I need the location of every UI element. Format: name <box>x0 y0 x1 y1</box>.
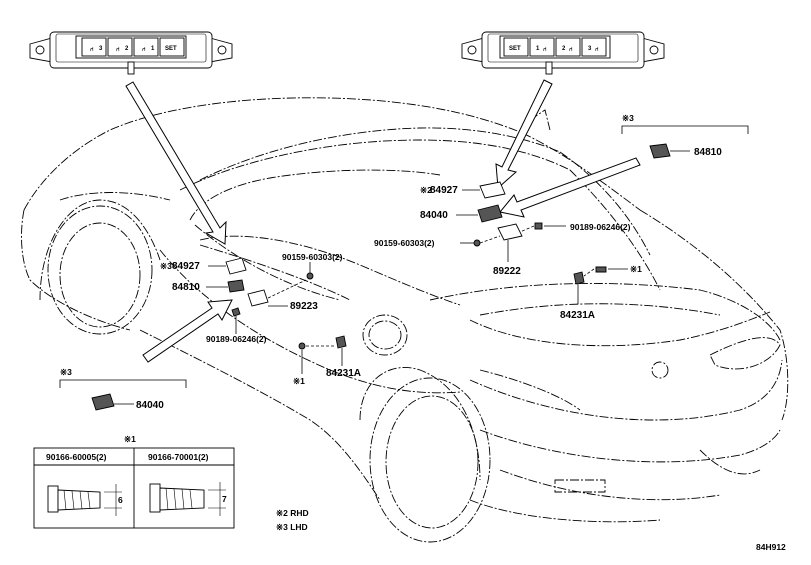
svg-text:84040: 84040 <box>136 400 164 411</box>
seat-memory-switch-right: SET 1 ⑁ 2 ⑁ 3 ⑁ <box>461 31 665 75</box>
svg-text:3: 3 <box>588 46 592 52</box>
part-84231a-right <box>573 271 585 285</box>
part-89222 <box>497 223 523 241</box>
svg-text:90159-60303(2): 90159-60303(2) <box>282 252 343 262</box>
svg-text:84927: 84927 <box>430 185 458 196</box>
seat-icon: ⑁ <box>543 46 547 53</box>
right-side-parts: ※2 84927 84040 89222 90159-60303(2) 9018… <box>374 181 642 321</box>
svg-text:※2: ※2 <box>420 185 432 195</box>
svg-text:90166-70001(2): 90166-70001(2) <box>148 452 209 462</box>
clip-legend-table: ※1 90166-60005(2) 90166-70001(2) 6 7 <box>33 434 235 529</box>
svg-text:84927: 84927 <box>172 261 200 272</box>
switch-left-btn-2 <box>133 37 159 57</box>
part-84040-right <box>477 204 503 223</box>
switch-left-btn-3 <box>159 37 185 57</box>
diagram-id: 84H912 <box>756 542 786 552</box>
switch-left-btn-0 <box>81 37 107 57</box>
svg-text:84231A: 84231A <box>326 368 361 379</box>
car-outline <box>21 97 789 543</box>
bolt-90189-right <box>534 222 543 230</box>
seat-icon: ⑁ <box>90 46 94 53</box>
clip-90166-60005: 6 <box>47 484 123 516</box>
svg-text:84040: 84040 <box>420 210 448 221</box>
clip-left <box>298 342 306 350</box>
part-89223 <box>247 289 269 307</box>
note-lhd: ※3 LHD <box>276 522 308 532</box>
svg-text:SET: SET <box>509 46 521 52</box>
part-84927-left <box>225 257 247 275</box>
part-84040-left <box>91 393 115 411</box>
left-side-parts: 90159-60303(2) ※3 84927 84810 89223 9018… <box>160 252 361 386</box>
svg-text:89222: 89222 <box>493 266 521 277</box>
clip-90166-70001: 7 <box>149 482 227 516</box>
svg-text:1: 1 <box>151 46 155 52</box>
svg-text:※3: ※3 <box>60 367 72 377</box>
seat-memory-switch-left: ⑁ 3 ⑁ 2 ⑁ 1 SET <box>29 31 233 75</box>
svg-text:90189-06246(2): 90189-06246(2) <box>206 334 267 344</box>
part-84231a-left <box>335 335 347 349</box>
lhd-callout-left: ※3 84040 <box>59 367 187 411</box>
clip-right <box>595 266 607 273</box>
seat-icon: ⑁ <box>116 46 120 53</box>
svg-text:84810: 84810 <box>172 282 200 293</box>
svg-text:84231A: 84231A <box>560 310 595 321</box>
svg-text:89223: 89223 <box>290 301 318 312</box>
svg-text:※3: ※3 <box>160 261 172 271</box>
bolt-90189-left <box>231 307 241 317</box>
svg-text:7: 7 <box>222 494 227 504</box>
lhd-callout-right: ※3 84810 <box>621 113 749 159</box>
svg-text:※1: ※1 <box>124 434 136 444</box>
switch-left-btn-1 <box>107 37 133 57</box>
svg-text:2: 2 <box>562 46 566 52</box>
part-84810-right <box>649 143 671 159</box>
svg-text:90189-06246(2): 90189-06246(2) <box>570 222 631 232</box>
part-84927-right <box>479 181 506 199</box>
svg-text:SET: SET <box>165 46 177 52</box>
seat-icon: ⑁ <box>142 46 146 53</box>
svg-text:90166-60005(2): 90166-60005(2) <box>46 452 107 462</box>
svg-text:84810: 84810 <box>694 147 722 158</box>
bolt-90159-right <box>473 239 481 247</box>
svg-text:※1: ※1 <box>630 264 642 274</box>
seat-icon: ⑁ <box>569 46 573 53</box>
notes: ※2 RHD ※3 LHD <box>276 508 309 532</box>
pointer-arrows <box>125 79 641 363</box>
svg-text:3: 3 <box>99 46 103 52</box>
part-84810-left <box>227 279 245 293</box>
bolt-90159-left <box>306 272 314 280</box>
svg-text:※1: ※1 <box>293 376 305 386</box>
svg-text:2: 2 <box>125 46 129 52</box>
svg-text:90159-60303(2): 90159-60303(2) <box>374 238 435 248</box>
note-rhd: ※2 RHD <box>276 508 309 518</box>
svg-text:6: 6 <box>118 495 123 505</box>
svg-text:※3: ※3 <box>622 113 634 123</box>
seat-icon: ⑁ <box>595 46 599 53</box>
svg-text:1: 1 <box>536 46 540 52</box>
